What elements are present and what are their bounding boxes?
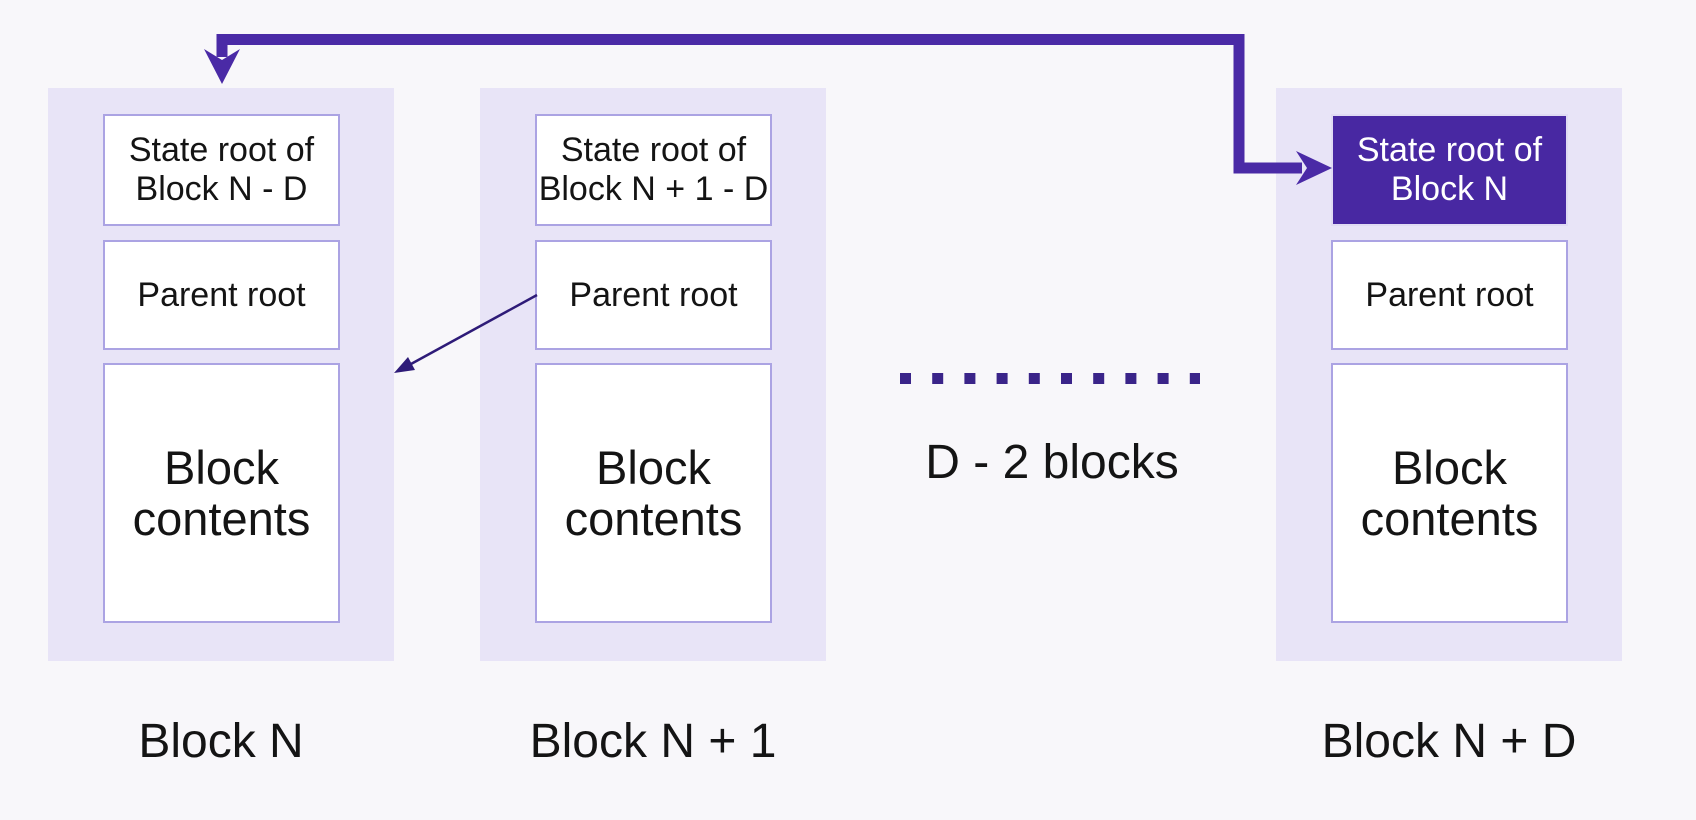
state-root-box: State root of Block N - D [103, 114, 340, 226]
block-contents-box: Block contents [103, 363, 340, 623]
state-root-line2: Block N [1390, 170, 1509, 208]
state-root-line1: State root of [1356, 131, 1543, 169]
state-root-box-highlighted: State root of Block N [1331, 114, 1568, 226]
parent-root-label: Parent root [569, 275, 738, 314]
block-n-plus-d-label: Block N + D [1321, 715, 1577, 768]
block-contents-label: Block contents [132, 441, 311, 545]
block-contents-label: Block contents [1360, 441, 1539, 545]
arrowhead-down-icon [204, 49, 240, 84]
state-root-line1: State root of [128, 131, 315, 169]
parent-root-box: Parent root [535, 240, 772, 350]
block-contents-box: Block contents [535, 363, 772, 623]
block-contents-label: Block contents [564, 441, 743, 545]
block-column-n-plus-1: State root of Block N + 1 - D Parent roo… [480, 88, 826, 661]
parent-root-label: Parent root [1365, 275, 1534, 314]
state-root-box: State root of Block N + 1 - D [535, 114, 772, 226]
state-root-line1: State root of [560, 131, 747, 169]
block-column-n: State root of Block N - D Parent root Bl… [48, 88, 394, 661]
block-n-plus-1-label: Block N + 1 [529, 715, 777, 768]
state-root-line2: Block N - D [135, 170, 308, 208]
arrowhead-down-left-icon [394, 357, 415, 373]
parent-root-box: Parent root [103, 240, 340, 350]
block-contents-box: Block contents [1331, 363, 1568, 623]
block-n-label: Block N [138, 715, 304, 768]
parent-root-box: Parent root [1331, 240, 1568, 350]
block-column-n-plus-d: State root of Block N Parent root Block … [1276, 88, 1622, 661]
parent-root-label: Parent root [137, 275, 306, 314]
d-minus-2-blocks-label: D - 2 blocks [925, 436, 1179, 489]
state-root-line2: Block N + 1 - D [538, 170, 769, 208]
